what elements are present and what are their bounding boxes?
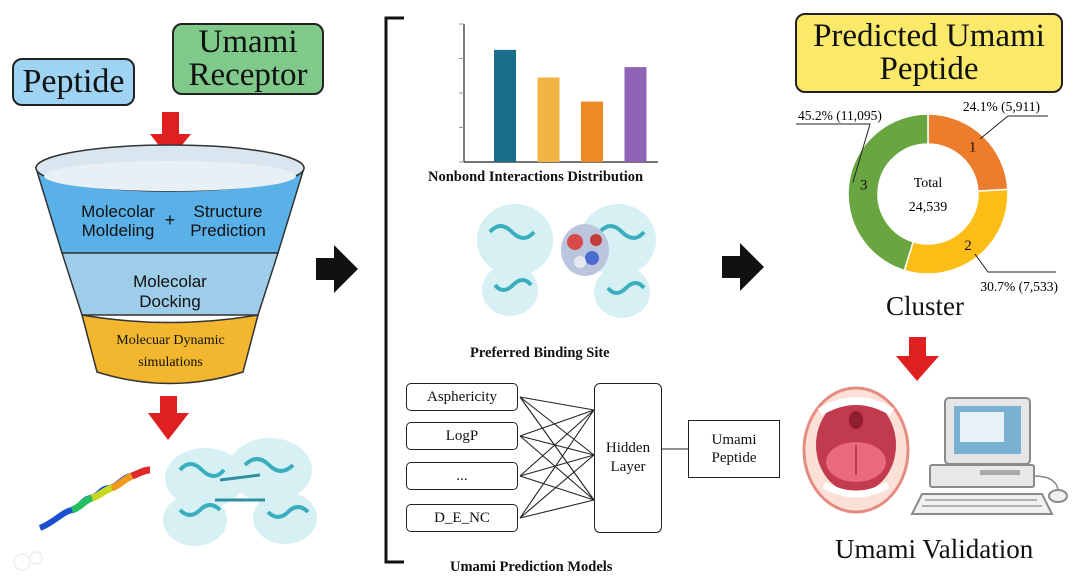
donut-slice-label-1: 1 — [969, 140, 977, 156]
bar-3 — [581, 101, 603, 162]
umami-validation-caption: Umami Validation — [835, 534, 1034, 564]
donut-center-label: Total — [914, 176, 943, 191]
funnel-stage1-left-label: Molecolar Moldeling — [81, 202, 155, 240]
bar-4 — [624, 67, 647, 162]
bar-1 — [494, 49, 516, 162]
donut-leader-line-1 — [979, 115, 1048, 140]
cluster-caption: Cluster — [886, 291, 964, 321]
binding-site-caption: Preferred Binding Site — [470, 345, 610, 361]
receptor-protein-binding-icon — [477, 204, 656, 318]
donut-center-value: 24,539 — [909, 200, 948, 215]
bracket — [384, 16, 404, 564]
donut-slice-3 — [847, 113, 929, 272]
predicted-title-line2: Peptide — [879, 51, 979, 87]
nn-connections — [519, 396, 688, 519]
red-arrow-right-icon — [896, 337, 939, 381]
predicted-title-line1: Predicted Umami — [813, 18, 1045, 54]
donut-slice-label-3: 3 — [860, 177, 868, 193]
peptide-label: Peptide — [22, 63, 125, 100]
peptide-box: Peptide — [12, 58, 135, 106]
black-arrow-right-icon — [722, 243, 764, 291]
funnel-stage1-right-label: Structure Prediction — [190, 202, 266, 240]
prediction-models-caption: Umami Prediction Models — [450, 559, 613, 575]
receptor-label-line2: Receptor — [188, 57, 308, 93]
donut-leader-line-2 — [974, 253, 1056, 273]
receptor-label: Umami Receptor — [188, 26, 307, 92]
funnel-stage2-label: Molecolar Docking — [133, 272, 207, 312]
nn-input-asphericity: Asphericity — [406, 383, 518, 411]
nn-hidden-layer: Hidden Layer — [594, 383, 662, 533]
predicted-umami-peptide-box: Predicted Umami Peptide — [795, 13, 1063, 93]
receptor-label-line1: Umami — [198, 24, 298, 60]
nn-output-umami-peptide: Umami Peptide — [688, 420, 780, 478]
funnel-stage-3 — [80, 314, 260, 385]
computer-icon — [910, 397, 1068, 515]
watermark-logo-icon — [13, 551, 43, 571]
black-arrow-left-icon — [316, 245, 358, 293]
nonbond-caption: Nonbond Interactions Distribution — [428, 169, 644, 185]
red-arrow-bottom-icon — [148, 396, 189, 440]
donut-slice-label-2: 2 — [964, 238, 972, 254]
funnel-stage1-plus: + — [164, 210, 176, 230]
nn-input-logp: LogP — [406, 422, 518, 450]
funnel-stage3-label: Molecuar Dynamic simulations — [116, 333, 225, 371]
donut-annotation-3: 45.2% (11,095) — [798, 108, 882, 123]
umami-receptor-box: Umami Receptor — [172, 23, 324, 95]
nn-input-d-e-nc: D_E_NC — [406, 504, 518, 532]
nonbond-bar-chart — [459, 23, 658, 163]
cluster-donut-chart: 1 2 3 Total 24,539 24.1% (5,911) 30.7% (7,533)… — [796, 99, 1058, 294]
nn-input-ellipsis: ... — [406, 462, 518, 490]
donut-leader-line-3 — [796, 123, 871, 183]
donut-annotation-2: 30.7% (7,533) — [980, 279, 1058, 294]
donut-annotation-1: 24.1% (5,911) — [963, 99, 1040, 114]
funnel — [34, 144, 306, 385]
receptor-protein-bottom-icon — [163, 438, 317, 546]
helix-peptide-icon — [38, 466, 151, 531]
mouth-icon — [802, 386, 910, 514]
bar-2 — [537, 77, 560, 162]
